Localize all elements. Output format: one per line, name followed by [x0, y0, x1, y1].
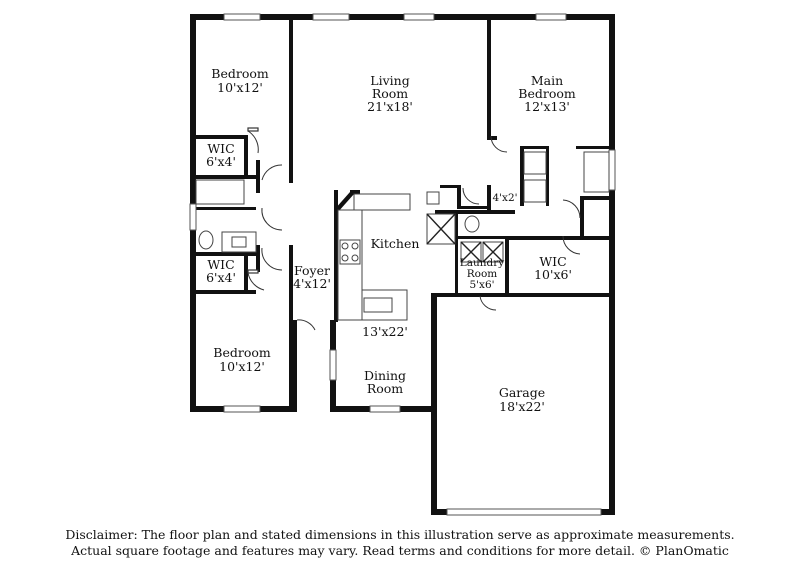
garage-size: 18'x22' [499, 399, 545, 414]
toilet-main [464, 215, 480, 233]
main-bedroom-size: 12'x13' [524, 99, 570, 114]
living-room-name-1: Living [370, 73, 409, 88]
laundry-name-2: Room [467, 268, 498, 280]
dining-room-name-1: Dining [364, 368, 406, 383]
living-room-name-2: Room [372, 86, 408, 101]
wic-top-size: 6'x4' [206, 154, 236, 169]
dining-room-name-2: Room [367, 381, 403, 396]
living-room-size: 21'x18' [367, 99, 413, 114]
bedroom-bottom-size: 10'x12' [219, 359, 265, 374]
wic-mid-size: 6'x4' [206, 270, 236, 285]
windows [189, 13, 616, 516]
wic-main-name: WIC [539, 254, 566, 269]
laundry-size: 5'x6' [469, 279, 494, 291]
kitchen-size: 13'x22' [362, 324, 408, 339]
kitchen-name: Kitchen [371, 236, 420, 251]
main-bedroom-name-1: Main [531, 73, 563, 88]
bedroom-top-size: 10'x12' [217, 80, 263, 95]
toilet-hall [198, 230, 214, 250]
foyer-size: 4'x12' [293, 276, 331, 291]
closet-main-size: 4'x2' [492, 192, 517, 204]
vanity-main-2 [523, 179, 547, 203]
kitchen-counter-top [353, 193, 411, 211]
wic-mid-name: WIC [207, 257, 234, 272]
disclaimer-line-2: Actual square footage and features may v… [71, 543, 729, 558]
main-bedroom-name-2: Bedroom [518, 86, 576, 101]
wic-top-name: WIC [207, 141, 234, 156]
room-labels: Bedroom 10'x12' Living Room 21'x18' Main… [206, 66, 576, 414]
bedroom-bottom-name: Bedroom [213, 345, 271, 360]
interior-walls [196, 20, 609, 410]
kitchen-counter-left [337, 209, 363, 321]
foyer-name: Foyer [294, 263, 330, 278]
wic-main-size: 10'x6' [534, 267, 572, 282]
fixtures [195, 151, 610, 321]
laundry-name-1: Laundry [460, 257, 504, 269]
shower-main [583, 151, 610, 193]
tub-hall [195, 179, 245, 205]
garage-name: Garage [499, 385, 545, 400]
disclaimer-line-1: Disclaimer: The floor plan and stated di… [65, 527, 735, 542]
bedroom-top-name: Bedroom [211, 66, 269, 81]
kitchen-sink [363, 297, 393, 313]
vanity-main-1 [523, 151, 547, 175]
